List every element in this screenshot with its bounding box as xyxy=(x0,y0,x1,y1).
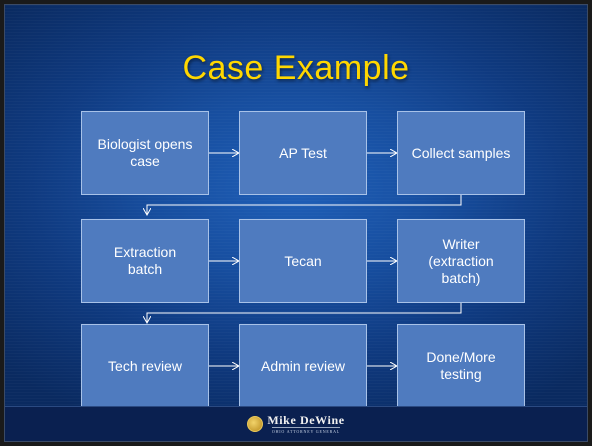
logo-name: Mike DeWine xyxy=(267,413,345,427)
step-tech-review: Tech review xyxy=(81,324,209,408)
step-done-more-testing: Done/More testing xyxy=(397,324,525,408)
footer-logo: Mike DeWine OHIO ATTORNEY GENERAL xyxy=(247,414,344,434)
slide: Case Example Biologist opens case AP Tes… xyxy=(4,4,588,442)
step-ap-test: AP Test xyxy=(239,111,367,195)
flow-arrows xyxy=(5,5,462,442)
arrow-writer-to-techreview xyxy=(147,303,462,323)
slide-title: Case Example xyxy=(182,49,410,87)
footer-bar: Mike DeWine OHIO ATTORNEY GENERAL xyxy=(5,406,587,441)
ohio-seal-icon xyxy=(247,416,264,432)
arrow-collect-to-extraction xyxy=(147,195,462,215)
logo-subtitle: OHIO ATTORNEY GENERAL xyxy=(271,427,341,434)
step-biologist-opens-case: Biologist opens case xyxy=(81,111,209,195)
logo-text: Mike DeWine OHIO ATTORNEY GENERAL xyxy=(267,413,345,435)
step-writer-extraction-batch: Writer (extraction batch) xyxy=(397,219,525,303)
step-tecan: Tecan xyxy=(239,219,367,303)
step-collect-samples: Collect samples xyxy=(397,111,525,195)
step-extraction-batch: Extraction batch xyxy=(81,219,209,303)
step-admin-review: Admin review xyxy=(239,324,367,408)
